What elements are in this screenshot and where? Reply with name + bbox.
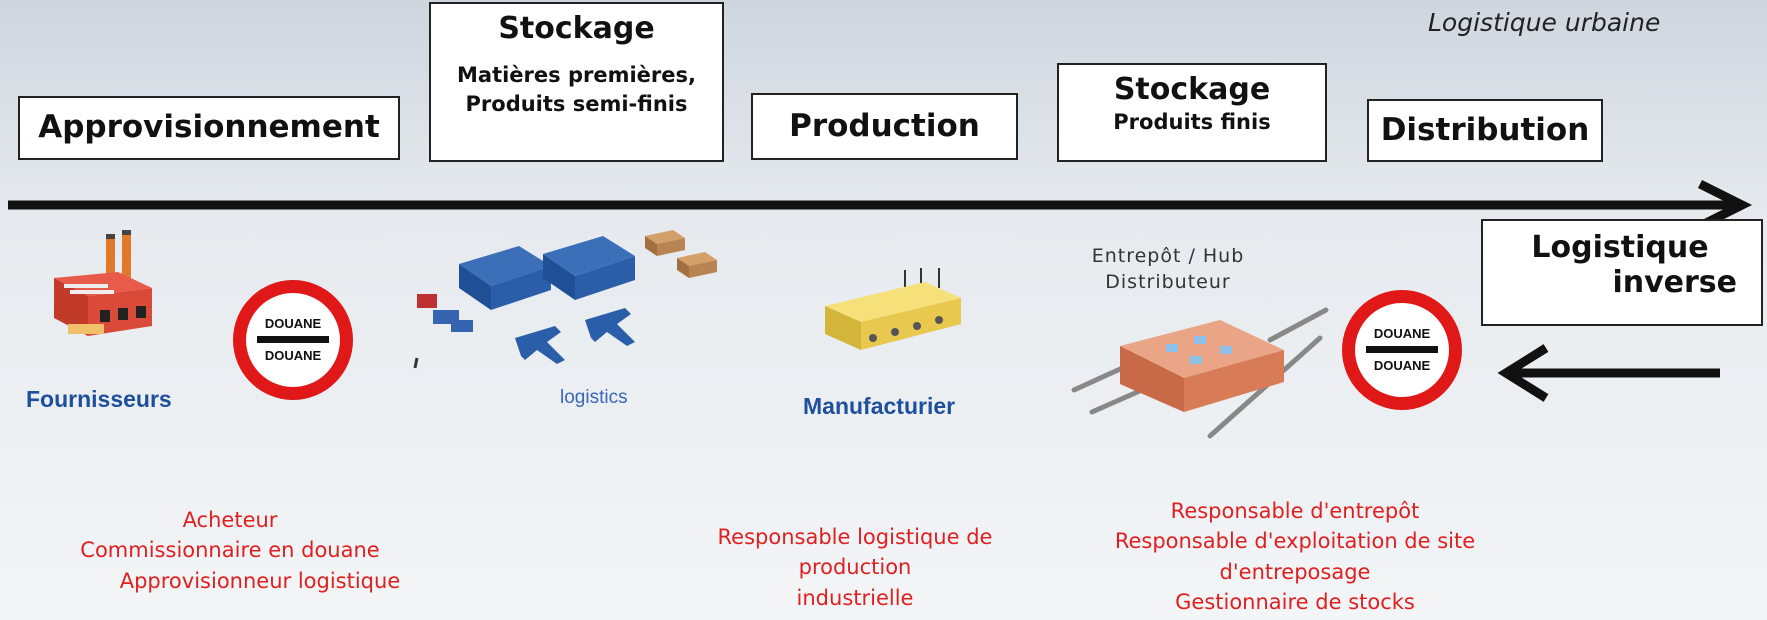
douane-text: DOUANE [1373, 326, 1431, 341]
manufacturer-icon [825, 268, 961, 350]
role-item: industrielle [796, 585, 914, 610]
factory-icon [54, 230, 152, 336]
stage-stockage-produits-finis: Stockage Produits finis [1057, 63, 1327, 162]
stage-approvisionnement: Approvisionnement [18, 96, 400, 160]
stage-subtitle: Produits semi-finis [465, 91, 688, 116]
hub-line2: Distributeur [1105, 270, 1231, 293]
role-item: Responsable logistique de [717, 525, 993, 549]
actor-manufacturier: Manufacturier [803, 393, 956, 419]
stage-stockage-matieres: Stockage Matières premières, Produits se… [429, 2, 724, 162]
role-item: Responsable d'entrepôt [1170, 499, 1420, 523]
roles-left: Acheteur Commissionnaire en douane Appro… [40, 505, 420, 596]
stage-subtitle: Produits finis [1113, 109, 1271, 134]
urban-logistics-label: Logistique urbaine [1428, 8, 1661, 37]
role-item: Responsable d'exploitation de site [1114, 529, 1476, 554]
stage-title: Distribution [1380, 111, 1590, 148]
roles-right: Responsable d'entrepôt Responsable d'exp… [1085, 496, 1505, 618]
role-item: d'entreposage [1219, 559, 1371, 584]
hub-label: Entrepôt / Hub Distributeur [1068, 244, 1268, 295]
douane-sign-icon: DOUANE DOUANE [1342, 290, 1462, 410]
stage-title: Production [789, 107, 980, 144]
reverse-line2: inverse [1612, 264, 1737, 300]
hub-line1: Entrepôt / Hub [1091, 245, 1245, 267]
stage-title: Stockage [498, 11, 655, 46]
logistics-icon [413, 230, 717, 369]
role-item: Approvisionneur logistique [119, 568, 401, 593]
role-item: Commissionnaire en douane [80, 538, 380, 563]
reverse-logistics-box: Logistique inverse [1481, 219, 1763, 326]
stage-subtitle: Matières premières, [457, 62, 696, 87]
douane-text: DOUANE [264, 316, 322, 331]
roles-middle: Responsable logistique de production ind… [695, 522, 1015, 613]
douane-text: DOUANE [264, 348, 322, 363]
warehouse-icon [1071, 307, 1329, 439]
stage-title: Approvisionnement [38, 109, 380, 146]
reverse-line1: Logistique [1531, 230, 1709, 265]
role-item: production [798, 555, 912, 580]
douane-text: DOUANE [1373, 358, 1431, 373]
stage-title: Stockage [1113, 72, 1271, 107]
stage-production: Production [751, 93, 1018, 160]
role-item: Gestionnaire de stocks [1175, 590, 1415, 615]
stage-distribution: Distribution [1367, 99, 1603, 162]
actor-fournisseurs: Fournisseurs [26, 386, 172, 412]
reverse-arrow [1497, 344, 1720, 402]
role-item: Acheteur [182, 508, 278, 532]
douane-sign-icon: DOUANE DOUANE [233, 280, 353, 400]
actor-logistics: logistics [560, 387, 628, 408]
